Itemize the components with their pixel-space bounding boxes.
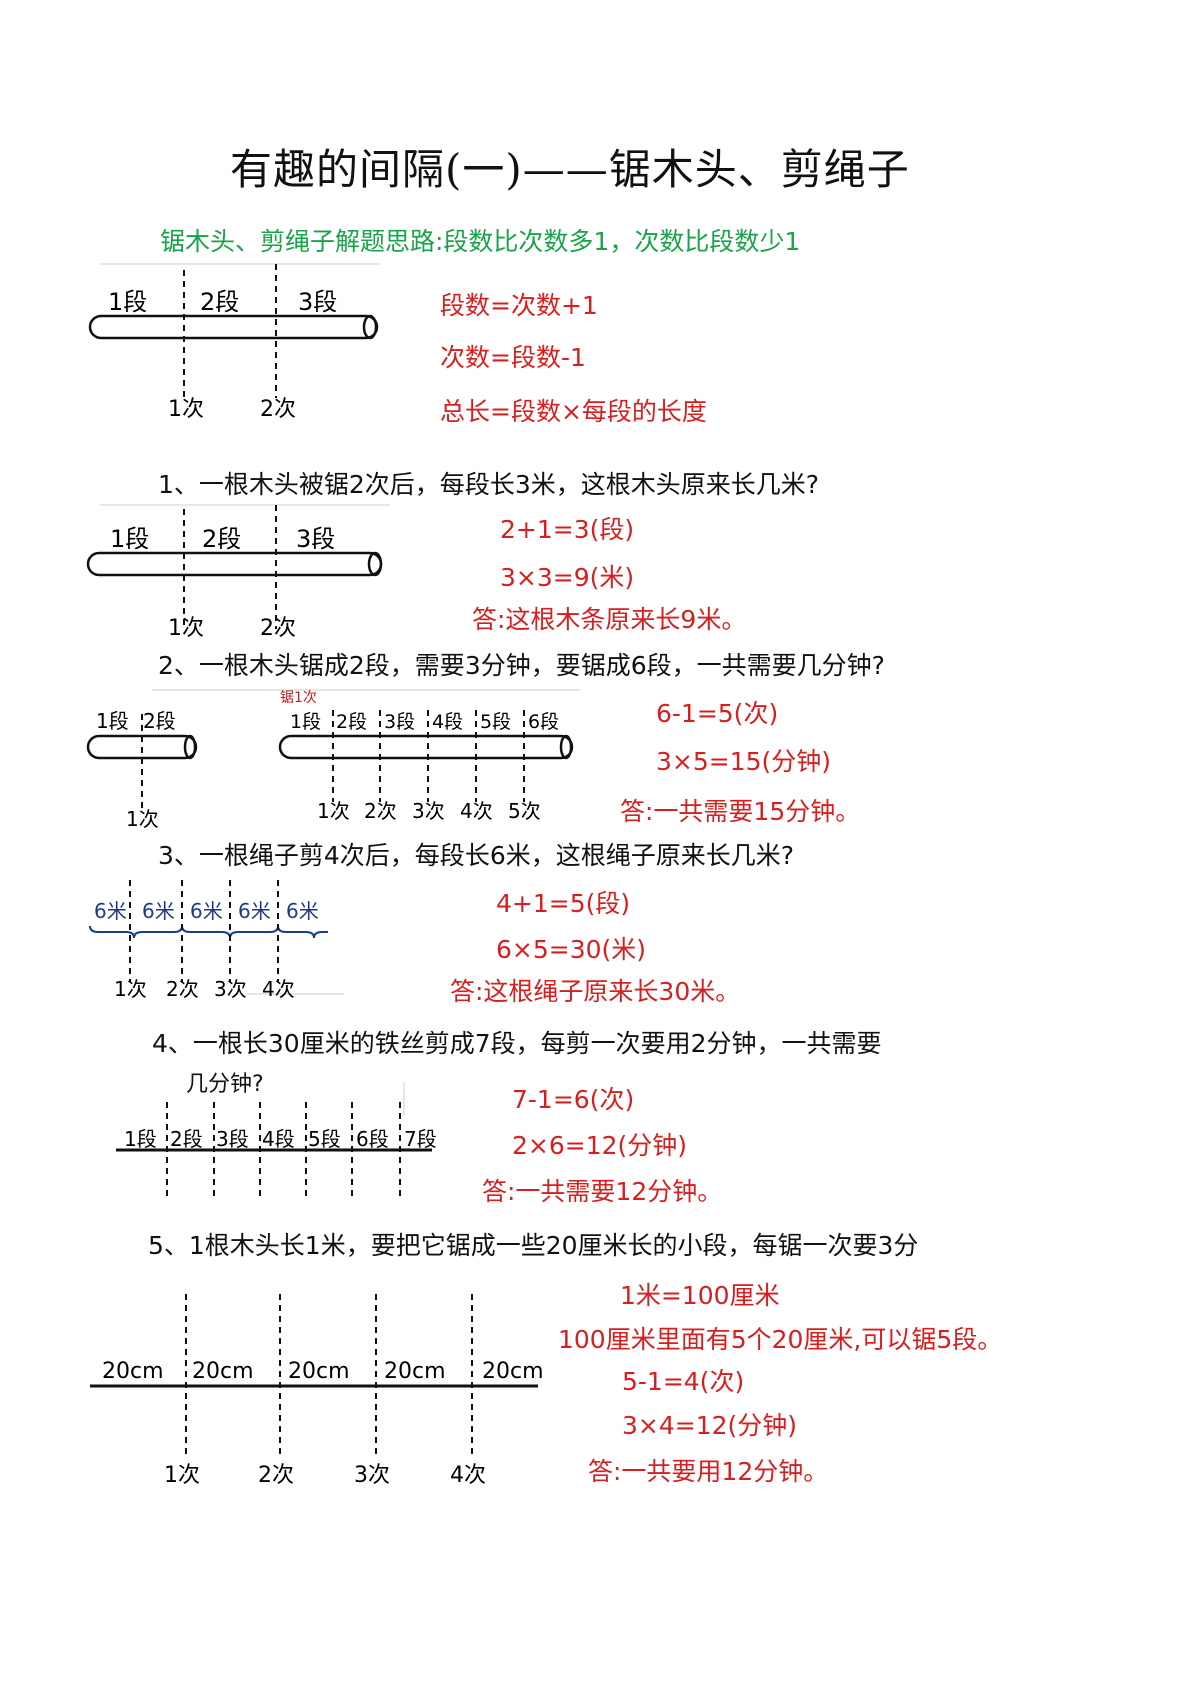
cut-label-1: 1次 [168, 616, 204, 641]
q5-step-3: 5-1=4(次) [622, 1367, 745, 1396]
segment-label-1: 1段 [124, 1127, 157, 1151]
q1-log-figure: 1段 2段 3段 1次 2次 [86, 504, 390, 641]
solution-tip: 锯木头、剪绳子解题思路:段数比次数多1，次数比段数少1 [160, 227, 801, 256]
small-segment-label-2: 2段 [143, 709, 176, 733]
q4-answer: 答:一共需要12分钟。 [482, 1177, 723, 1206]
intro-log-figure: 1段 2段 3段 1次 2次 [88, 263, 380, 422]
q3-question: 3、一根绳子剪4次后，每段长6米，这根绳子原来长几米? [158, 841, 794, 870]
log-end [362, 314, 378, 340]
large-cut-label-3: 3次 [412, 799, 445, 823]
segment-label-3: 6米 [190, 899, 223, 923]
cut-label-4: 4次 [450, 1463, 486, 1488]
segment-label-4: 6米 [238, 899, 271, 923]
q1-question: 1、一根木头被锯2次后，每段长3米，这根木头原来长几米? [158, 470, 819, 499]
segment-label-4: 20cm [384, 1359, 446, 1384]
segment-label-5: 6米 [286, 899, 319, 923]
large-log-body [278, 734, 574, 760]
large-cut-label-2: 2次 [364, 799, 397, 823]
q1-answer: 答:这根木条原来长9米。 [472, 605, 747, 634]
segment-label-7: 7段 [404, 1127, 437, 1151]
log-end [367, 551, 383, 577]
segment-label-3: 3段 [298, 288, 337, 316]
cut-label-2: 2次 [260, 397, 296, 422]
cut-label-4: 4次 [262, 977, 295, 1001]
q1-step-2: 3×3=9(米) [500, 563, 635, 592]
cut-label-1: 1次 [164, 1463, 200, 1488]
segment-label-6: 6段 [356, 1127, 389, 1151]
cut-label-2: 2次 [166, 977, 199, 1001]
large-segment-label-1: 1段 [290, 711, 321, 733]
q5-step-2: 100厘米里面有5个20厘米,可以锯5段。 [558, 1325, 1003, 1354]
q4-question-line1: 4、一根长30厘米的铁丝剪成7段，每剪一次要用2分钟，一共需要 [152, 1029, 882, 1058]
large-segment-label-5: 5段 [480, 711, 511, 733]
segment-label-3: 3段 [296, 525, 335, 553]
q2-answer: 答:一共需要15分钟。 [620, 797, 861, 826]
segment-label-3: 3段 [216, 1127, 249, 1151]
q4-step-2: 2×6=12(分钟) [512, 1131, 688, 1160]
formula-cuts: 次数=段数-1 [440, 343, 586, 372]
rope-brace-3 [277, 925, 328, 939]
cut-label-2: 2次 [258, 1463, 294, 1488]
cut-label-1: 1次 [168, 397, 204, 422]
q4-wire-figure: 1段 2段 3段 4段 5段 6段 7段 [116, 1082, 437, 1200]
large-segment-label-4: 4段 [432, 711, 463, 733]
q3-step-1: 4+1=5(段) [496, 889, 631, 918]
log-body [88, 314, 379, 340]
segment-label-5: 5段 [308, 1127, 341, 1151]
q2-question: 2、一根木头锯成2段，需要3分钟，要锯成6段，一共需要几分钟? [158, 651, 885, 680]
small-log-end [183, 734, 197, 760]
q5-log-figure: 20cm 20cm 20cm 20cm 20cm 1次 2次 3次 4次 [90, 1294, 544, 1488]
formula-total-length: 总长=段数×每段的长度 [440, 397, 707, 426]
q1-step-1: 2+1=3(段) [500, 515, 635, 544]
q2-step-2: 3×5=15(分钟) [656, 747, 832, 776]
large-cut-label-5: 5次 [508, 799, 541, 823]
large-segment-label-6: 6段 [528, 711, 559, 733]
q3-step-2: 6×5=30(米) [496, 935, 647, 964]
segment-label-5: 20cm [482, 1359, 544, 1384]
q5-step-4: 3×4=12(分钟) [622, 1411, 798, 1440]
q2-log-figures: 1段 2段 1次 锯1次 1段 2段 3段 4段 5段 6段 1次 2次 3次 … [86, 689, 580, 831]
segment-label-1: 6米 [94, 899, 127, 923]
large-cut-label-1: 1次 [317, 799, 350, 823]
segment-label-1: 1段 [110, 525, 149, 553]
segment-label-2: 2段 [202, 525, 241, 553]
segment-label-2: 2段 [170, 1127, 203, 1151]
small-segment-label-1: 1段 [96, 709, 129, 733]
large-segment-label-3: 3段 [384, 711, 415, 733]
log-body [86, 551, 383, 577]
segment-label-1: 20cm [102, 1359, 164, 1384]
segment-label-2: 20cm [192, 1359, 254, 1384]
rope-brace-1 [89, 925, 183, 939]
q5-step-1: 1米=100厘米 [620, 1281, 780, 1310]
large-cut-label-4: 4次 [460, 799, 493, 823]
saw-note: 锯1次 [280, 690, 317, 706]
q3-answer: 答:这根绳子原来长30米。 [450, 977, 741, 1006]
segment-label-2: 2段 [200, 288, 239, 316]
cut-label-1: 1次 [114, 977, 147, 1001]
large-log-end [559, 734, 573, 760]
q4-question-line2: 几分钟? [186, 1072, 264, 1097]
cut-label-3: 3次 [354, 1463, 390, 1488]
segment-label-2: 6米 [142, 899, 175, 923]
page-title: 有趣的间隔(一)——锯木头、剪绳子 [230, 145, 910, 194]
q2-step-1: 6-1=5(次) [656, 699, 779, 728]
large-segment-label-2: 2段 [336, 711, 367, 733]
formula-segments: 段数=次数+1 [440, 291, 598, 320]
q5-answer: 答:一共要用12分钟。 [588, 1457, 829, 1486]
small-cut-label: 1次 [126, 807, 159, 831]
segment-label-3: 20cm [288, 1359, 350, 1384]
q5-question: 5、1根木头长1米，要把它锯成一些20厘米长的小段，每锯一次要3分 [148, 1231, 919, 1260]
q4-step-1: 7-1=6(次) [512, 1085, 635, 1114]
cut-label-2: 2次 [260, 616, 296, 641]
q3-rope-figure: 6米 6米 6米 6米 6米 1次 2次 3次 4次 [89, 880, 344, 1001]
segment-label-1: 1段 [108, 288, 147, 316]
segment-label-4: 4段 [262, 1127, 295, 1151]
cut-label-3: 3次 [214, 977, 247, 1001]
